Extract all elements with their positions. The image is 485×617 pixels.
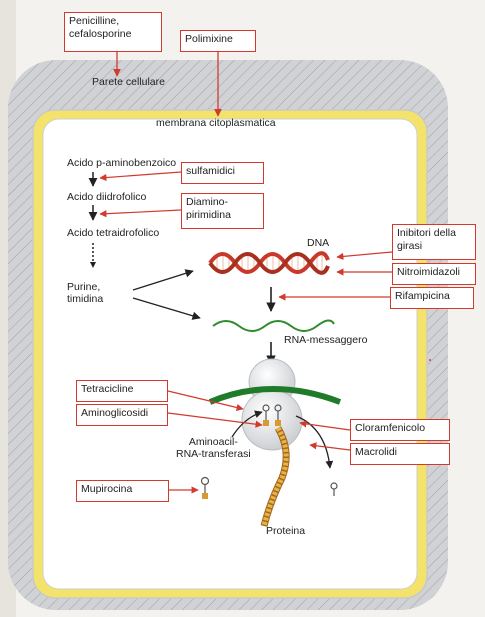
acido-diidrofolico-label: Acido diidrofolico bbox=[67, 191, 147, 203]
drug-box-rifampicina: Rifampicina bbox=[390, 287, 474, 309]
purine-line-1: Purine, bbox=[67, 281, 101, 293]
ribosome bbox=[208, 358, 342, 451]
rna-messenger-strand bbox=[212, 319, 335, 332]
membrane-label: membrana citoplasmatica bbox=[156, 117, 276, 129]
drug-label: Tetracicline bbox=[81, 383, 134, 395]
drug-label: cefalosporine bbox=[69, 27, 132, 40]
drug-box-nitroimidazoli: Nitroimidazoli bbox=[392, 263, 476, 285]
drug-box-mupirocina: Mupirocina bbox=[76, 480, 169, 502]
acido-pab-label: Acido p-aminobenzoico bbox=[67, 157, 177, 169]
drug-label: Nitroimidazoli bbox=[397, 266, 461, 278]
drug-box-aminoglicosidi: Aminoglicosidi bbox=[76, 404, 168, 426]
drug-box-macrolidi: Macrolidi bbox=[350, 443, 450, 465]
purine-line-2: timidina bbox=[67, 293, 104, 306]
drug-label: Polimixine bbox=[185, 33, 233, 45]
drug-label: Rifampicina bbox=[395, 290, 450, 302]
drug-label: Aminoglicosidi bbox=[81, 407, 149, 419]
proteina-label: Proteina bbox=[266, 525, 306, 537]
drug-box-inibitori-girasi: Inibitori della girasi bbox=[392, 224, 476, 260]
dna-label: DNA bbox=[307, 237, 330, 249]
purine-label: Purine, timidina bbox=[67, 281, 103, 305]
drug-label: Inibitori della bbox=[397, 227, 456, 239]
drug-box-polimixine: Polimixine bbox=[180, 30, 256, 52]
drug-label: girasi bbox=[397, 239, 423, 252]
drug-label: Mupirocina bbox=[81, 483, 133, 495]
rna-label: RNA-messaggero bbox=[284, 334, 368, 346]
drug-label: Diamino- bbox=[186, 196, 229, 208]
drug-label: sulfamidici bbox=[186, 165, 236, 177]
drug-box-sulfamidici: sulfamidici bbox=[181, 162, 264, 184]
drug-label: Cloramfenicolo bbox=[355, 422, 426, 434]
drug-box-penicilline: Penicilline, cefalosporine bbox=[64, 12, 162, 52]
cell-wall-label: Parete cellulare bbox=[92, 76, 165, 88]
drug-box-tetracicline: Tetracicline bbox=[76, 380, 168, 402]
drug-box-diaminopirimidina: Diamino- pirimidina bbox=[181, 193, 264, 229]
aminoacil-line-1: Aminoacil- bbox=[188, 436, 238, 448]
drug-label: Macrolidi bbox=[355, 446, 398, 458]
aminoacil-label: Aminoacil- RNA-transferasi bbox=[176, 436, 251, 460]
drug-box-cloramfenicolo: Cloramfenicolo bbox=[350, 419, 450, 441]
acido-tetraidrofolico-label: Acido tetraidrofolico bbox=[67, 227, 160, 239]
dna-helix bbox=[208, 251, 330, 275]
drug-label: pirimidina bbox=[186, 208, 231, 221]
aminoacil-line-2: RNA-transferasi bbox=[176, 448, 251, 461]
drug-label: Penicilline, bbox=[69, 15, 120, 27]
